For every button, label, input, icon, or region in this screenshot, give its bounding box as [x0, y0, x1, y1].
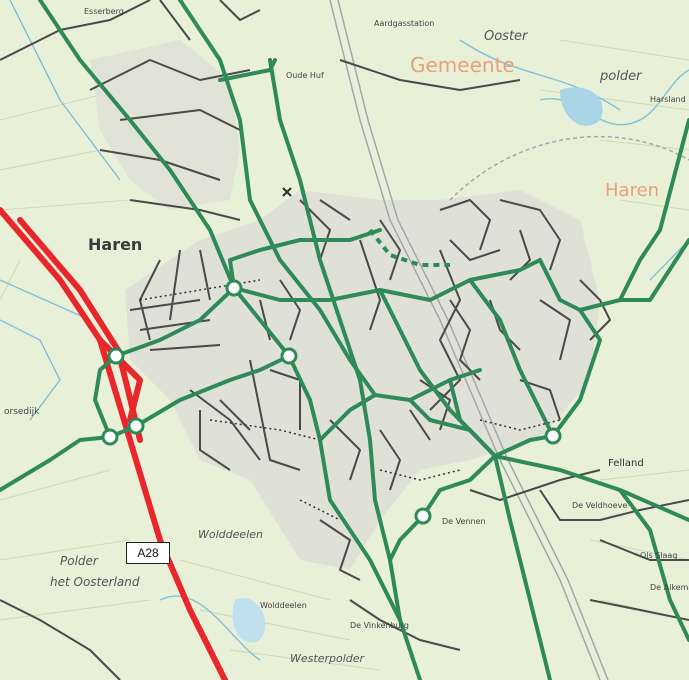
- built-up-north: [90, 40, 240, 210]
- label-orsedijk: orsedijk: [4, 407, 40, 417]
- circle-node-icon[interactable]: [544, 427, 562, 445]
- circle-node-icon[interactable]: [414, 507, 432, 525]
- label-ols-slaag: Ols Slaag: [640, 551, 677, 560]
- label-oosterland: het Oosterland: [50, 575, 140, 589]
- circle-node-icon[interactable]: [101, 428, 119, 446]
- motorway-shield-a28: A28: [126, 542, 170, 564]
- label-harsland: Harsland: [650, 95, 686, 104]
- label-wolddeelen: Wolddeelen: [198, 528, 263, 541]
- label-westerpolder: Westerpolder: [290, 652, 365, 665]
- circle-node-icon[interactable]: [127, 417, 145, 435]
- label-polder-bottom: Polder: [60, 554, 99, 568]
- label-felland: Felland: [608, 458, 644, 469]
- label-gemeente: Gemeente: [410, 53, 515, 77]
- circle-node-icon[interactable]: [225, 279, 243, 297]
- nodes: [101, 279, 562, 525]
- label-de-wolddeelen-small: Wolddeelen: [260, 601, 307, 610]
- label-municipality-town: Haren: [605, 180, 659, 201]
- lake: [560, 87, 603, 126]
- circle-node-icon[interactable]: [107, 347, 125, 365]
- map-labels: Haren Gemeente Haren Ooster polder Polde…: [4, 7, 689, 665]
- label-aardgasstation: Aardgasstation: [374, 19, 434, 28]
- label-oude-huf: Oude Huf: [286, 71, 324, 80]
- label-de-veldhoeve: De Veldhoeve: [572, 501, 627, 510]
- lake-south: [232, 598, 266, 643]
- label-haren: Haren: [88, 235, 142, 254]
- label-vinkenburg: De Vinkenburg: [350, 621, 409, 630]
- field-parcels: [0, 39, 689, 671]
- label-de-vennen: De Vennen: [442, 517, 486, 526]
- railway: [329, 0, 689, 680]
- label-ooster: Ooster: [484, 29, 529, 44]
- label-de-alkema: De Alkema: [650, 583, 689, 592]
- label-polder-top: polder: [599, 69, 643, 84]
- church-icon: [282, 187, 292, 197]
- label-esserberg: Esserberg: [84, 7, 124, 16]
- dashed-route: [368, 228, 450, 267]
- circle-node-icon[interactable]: [280, 347, 298, 365]
